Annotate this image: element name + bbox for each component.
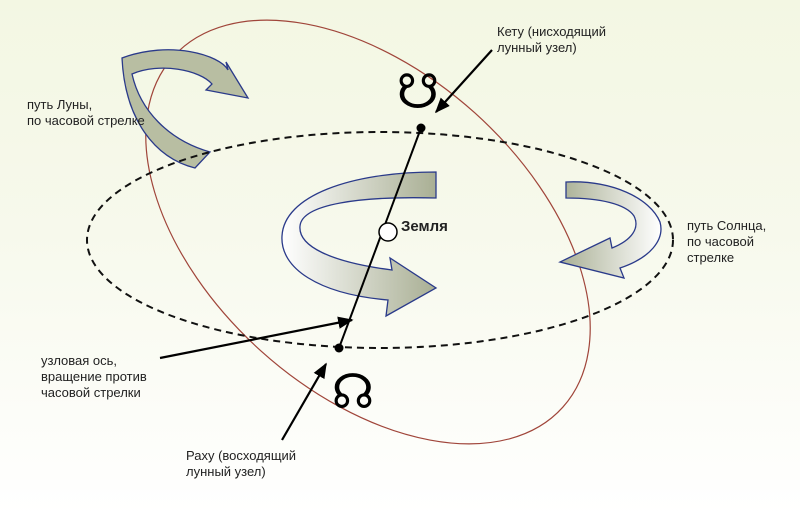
nodal-axis-pointer-arrow	[159, 316, 354, 360]
rahu-node-point	[334, 343, 344, 353]
rahu-pointer-arrow	[281, 362, 327, 441]
ketu-node-point	[416, 123, 426, 133]
earth	[378, 222, 398, 242]
ketu-pointer-arrow	[434, 49, 493, 114]
ketu-label: Кету (нисходящий лунный узел)	[497, 24, 606, 55]
sun-path-label: путь Солнца, по часовой стрелке	[687, 218, 767, 265]
earth-rotation-arrow	[281, 171, 438, 318]
sun-path-ecliptic	[86, 131, 674, 349]
moon-path-arrow	[121, 49, 250, 169]
nodal-axis-label: узловая ось, вращение против часовой стр…	[41, 353, 147, 400]
earth-label: Земля	[401, 218, 448, 235]
ketu-symbol: ☋	[397, 64, 440, 120]
sun-path-arrow-right	[558, 181, 662, 279]
moon-path-label: путь Луны, по часовой стрелке	[27, 97, 145, 128]
nodal-axis	[338, 127, 422, 349]
rahu-symbol: ☊	[332, 364, 375, 420]
rahu-label: Раху (восходящий лунный узел)	[186, 448, 297, 479]
